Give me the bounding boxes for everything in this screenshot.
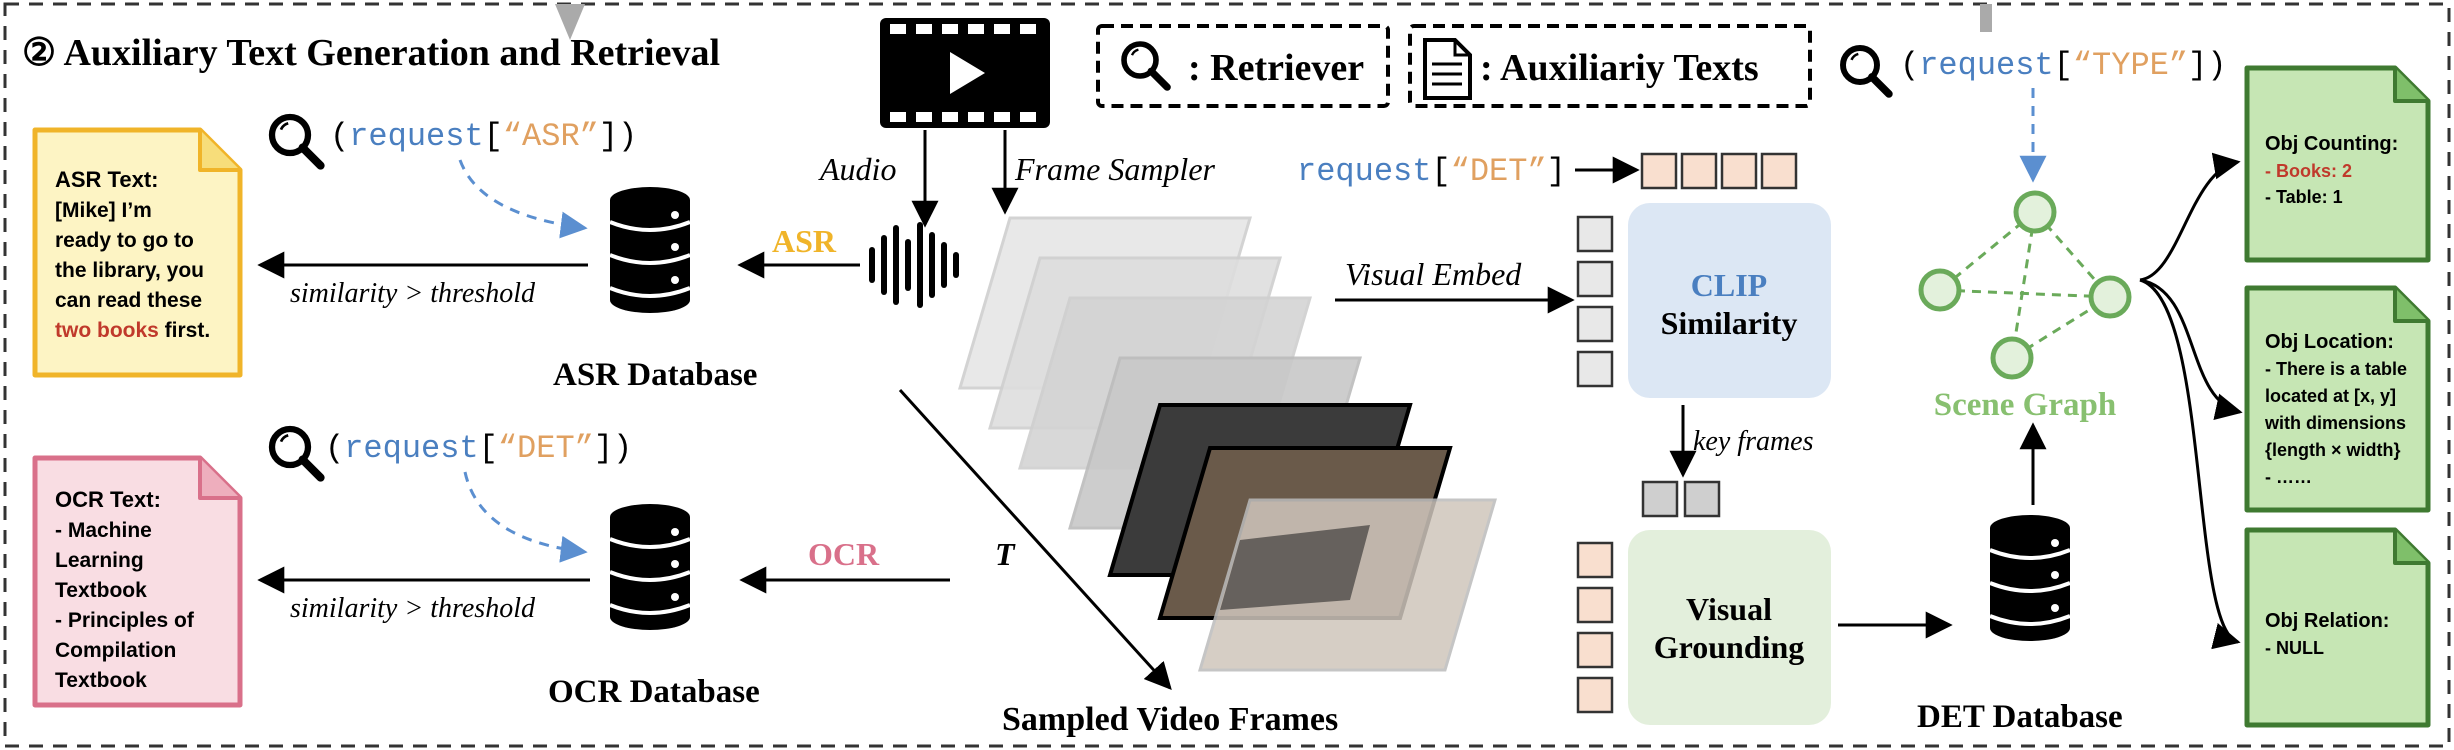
location-line-4: - …… — [2265, 467, 2312, 487]
request-type: (request[“TYPE”]) — [1900, 47, 2226, 84]
svg-text:ASR Text:: ASR Text: — [55, 167, 159, 192]
location-line-0: - There is a table — [2265, 359, 2407, 379]
svg-text:[Mike] I’m: [Mike] I’m — [55, 199, 152, 222]
svg-text:Textbook: Textbook — [55, 579, 147, 602]
clip-label: CLIP — [1691, 267, 1767, 303]
ocr-query-arrow — [463, 471, 588, 563]
det-database-label: DET Database — [1917, 699, 2123, 735]
key-frame-tokens — [1641, 480, 1721, 518]
relation-line-0: - NULL — [2265, 638, 2324, 658]
outer-frame — [3, 2, 2451, 748]
counting-line-1: - Table: 1 — [2265, 187, 2343, 207]
ocr-text-note: OCR Text: - Machine Learning Textbook - … — [32, 455, 243, 708]
visual-embed-label: Visual Embed — [1345, 256, 1522, 292]
output-branches — [2139, 152, 2243, 650]
asr-retriever-icon — [272, 117, 321, 166]
ocr-database-label: OCR Database — [548, 674, 760, 710]
output-note-counting: Obj Counting: - Books: 2 - Table: 1 — [2244, 65, 2431, 263]
output-note-relation: Obj Relation: - NULL — [2244, 527, 2431, 728]
det-query-tokens — [1640, 152, 1798, 190]
video-icon — [880, 18, 1050, 128]
top-arrow-right — [1980, 4, 1992, 32]
relation-title: Obj Relation: — [2265, 610, 2389, 632]
location-line-1: located at [x, y] — [2265, 386, 2396, 406]
frame-embedding-tokens — [1576, 215, 1614, 388]
legend-aux-box — [1408, 24, 1812, 108]
request-asr: (request[“ASR”]) — [330, 118, 637, 155]
svg-text:Compilation: Compilation — [55, 639, 176, 662]
svg-text:- Principles of: - Principles of — [55, 609, 195, 632]
asr-text-note: ASR Text: [Mike] I’m ready to go to the … — [32, 127, 243, 378]
key-frames-label: key frames — [1693, 426, 1814, 457]
audio-waveform-icon — [869, 222, 959, 308]
visual-grounding-box — [1628, 530, 1831, 725]
similarity-label: Similarity — [1661, 305, 1798, 341]
sampled-frames-label: Sampled Video Frames — [1002, 701, 1338, 738]
top-arrow-left — [555, 4, 585, 40]
ocr-database-icon — [608, 502, 692, 632]
time-axis-arrow — [898, 388, 1172, 691]
legend-aux-label: : Auxiliariy Texts — [1480, 47, 1759, 89]
svg-text:can read these: can read these — [55, 289, 202, 312]
ocr-retriever-icon — [272, 429, 321, 478]
legend-retriever-label: : Retriever — [1188, 47, 1364, 89]
type-retriever-icon — [1843, 48, 1889, 94]
svg-text:two books first.: two books first. — [55, 319, 210, 342]
grounding-label: Grounding — [1654, 629, 1805, 665]
counting-line-0: - Books: 2 — [2265, 161, 2352, 181]
svg-text:Textbook: Textbook — [55, 669, 147, 692]
request-det-top: request[“DET”] — [1297, 153, 1566, 190]
asr-label: ASR — [772, 223, 837, 259]
svg-text:- Machine: - Machine — [55, 519, 152, 542]
svg-text:ready to go to: ready to go to — [55, 229, 194, 252]
svg-text:Learning: Learning — [55, 549, 144, 572]
counting-title: Obj Counting: — [2265, 133, 2398, 155]
sampled-frames-stack — [957, 216, 1498, 672]
frame-sampler-label: Frame Sampler — [1014, 151, 1216, 187]
time-label: T — [995, 536, 1016, 572]
asr-query-arrow — [458, 159, 588, 239]
ocr-similarity-label: similarity > threshold — [290, 593, 536, 624]
request-det-ocr: (request[“DET”]) — [325, 430, 632, 467]
output-note-location: Obj Location: - There is a table located… — [2244, 285, 2431, 513]
location-title: Obj Location: — [2265, 331, 2394, 353]
svg-text:OCR Text:: OCR Text: — [55, 487, 161, 512]
det-database-icon — [1988, 513, 2072, 643]
asr-database-icon — [608, 185, 692, 315]
visual-label: Visual — [1686, 591, 1772, 627]
section-title: ② Auxiliary Text Generation and Retrieva… — [22, 32, 720, 74]
ocr-label: OCR — [808, 536, 880, 572]
audio-label: Audio — [818, 151, 896, 187]
document-icon — [1423, 38, 1472, 100]
location-line-3: {length × width} — [2265, 440, 2401, 460]
scene-graph — [1918, 190, 2132, 380]
clip-similarity-box — [1628, 203, 1831, 398]
grounding-query-tokens — [1576, 541, 1614, 714]
asr-similarity-label: similarity > threshold — [290, 278, 536, 309]
asr-database-label: ASR Database — [553, 357, 757, 393]
svg-text:the library, you: the library, you — [55, 259, 204, 282]
location-line-2: with dimensions — [2264, 413, 2406, 433]
scene-graph-label: Scene Graph — [1934, 387, 2116, 423]
